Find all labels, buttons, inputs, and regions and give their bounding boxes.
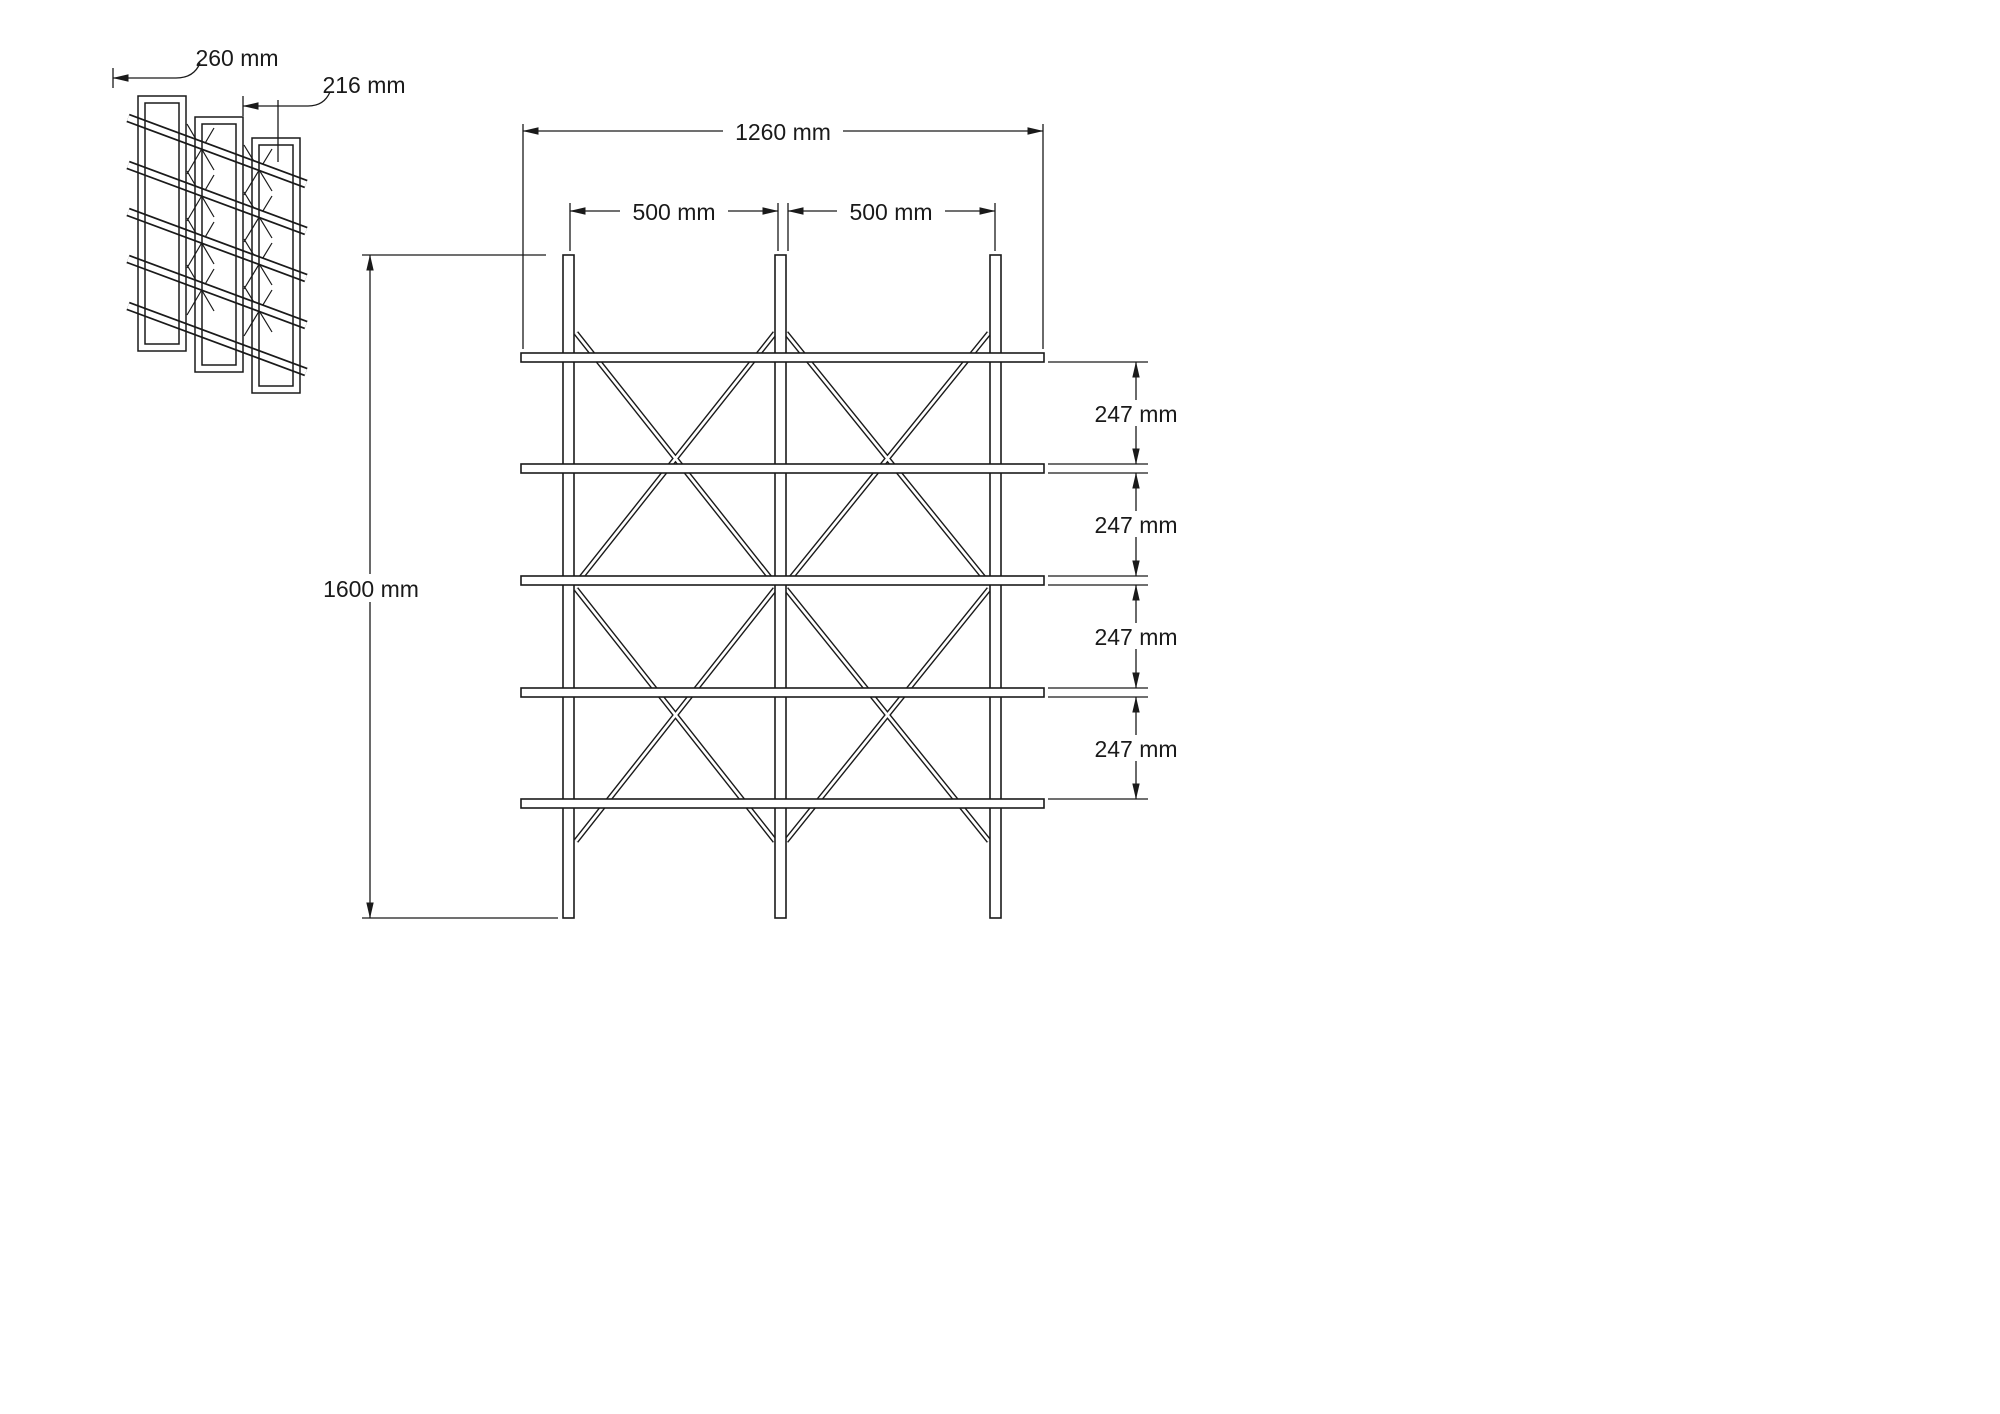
dim-label-height: 1600 mm (323, 576, 419, 602)
post-left (562, 254, 575, 919)
iso-frame-middle (194, 116, 244, 373)
iso-frame-back (251, 137, 301, 394)
dim-label-frame-depth: 260 mm (195, 45, 278, 71)
front-view: 1260 mm 500 mm 500 mm 1600 mm 247 mm 247… (311, 117, 1180, 919)
post-right (989, 254, 1002, 919)
post-middle (774, 254, 787, 919)
extension-lines (362, 124, 1148, 919)
shelf-1 (520, 352, 1045, 363)
iso-leader-curls (175, 62, 331, 107)
dim-label-gap-1: 247 mm (1094, 401, 1177, 427)
iso-view: 260 mm 216 mm (112, 45, 406, 394)
dim-label-bg (1092, 735, 1180, 761)
dim-label-bg (1092, 400, 1180, 426)
dim-label-bg (1092, 511, 1180, 537)
dim-label-bg (837, 197, 945, 225)
shelf-2 (520, 463, 1045, 474)
shelf-3 (520, 575, 1045, 586)
dim-label-bg (723, 117, 843, 145)
dim-label-bay-left: 500 mm (632, 199, 715, 225)
shelf-4 (520, 687, 1045, 698)
iso-frame-front (137, 95, 187, 352)
front-view-dimensions: 1260 mm 500 mm 500 mm 1600 mm 247 mm 247… (311, 117, 1180, 919)
dim-label-total-width: 1260 mm (735, 119, 831, 145)
dim-label-gap-2: 247 mm (1094, 512, 1177, 538)
dim-label-gap-4: 247 mm (1094, 736, 1177, 762)
dim-label-bg (620, 197, 728, 225)
iso-shelves-fill (127, 115, 307, 375)
shelf-5 (520, 798, 1045, 809)
dim-label-gap-3: 247 mm (1094, 624, 1177, 650)
cross-braces (573, 331, 992, 843)
iso-dimensions: 260 mm 216 mm (112, 45, 406, 162)
dim-label-bay-right: 500 mm (849, 199, 932, 225)
dim-label-shelf-depth: 216 mm (322, 72, 405, 98)
dim-label-bg (311, 574, 431, 602)
dim-label-bg (1092, 623, 1180, 649)
cross-braces-fill (574, 332, 991, 842)
